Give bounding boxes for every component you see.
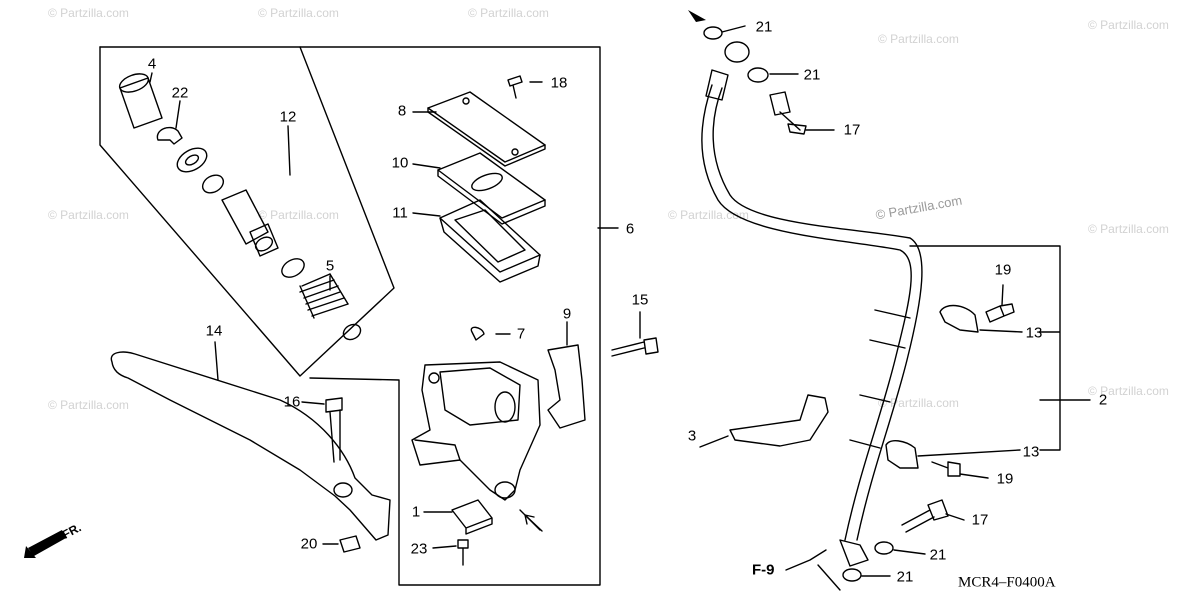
brake-switch-1 xyxy=(451,499,493,535)
watermark: © Partzilla.com xyxy=(48,208,129,222)
clip-7 xyxy=(470,326,485,341)
callout-label: 3 xyxy=(687,427,697,445)
oil-bolt-17 xyxy=(769,91,807,135)
callout-label: 17 xyxy=(843,121,861,139)
callout-label: 2 xyxy=(1098,391,1108,409)
drawing-code: MCR4–F0400A xyxy=(958,574,1056,591)
watermark: © Partzilla.com xyxy=(1088,222,1169,236)
callout-label: 19 xyxy=(996,470,1014,488)
bolt-15 xyxy=(611,337,659,357)
callout-label: 7 xyxy=(516,325,526,343)
figure-reference: F-9 xyxy=(752,561,775,579)
watermark: © Partzilla.com xyxy=(468,6,549,20)
washer-21 xyxy=(703,26,723,40)
callout-label: 11 xyxy=(392,204,408,222)
watermark: © Partzilla.com xyxy=(878,32,959,46)
brake-lever-14 xyxy=(110,351,391,541)
callout-label: 17 xyxy=(971,511,989,529)
callout-label: 16 xyxy=(283,393,301,411)
brake-hose xyxy=(701,41,923,567)
fr-arrow xyxy=(24,530,66,558)
washer-21 xyxy=(747,67,769,83)
bolt-19 xyxy=(985,303,1015,323)
callout-label: 1 xyxy=(411,503,421,521)
callout-label: 15 xyxy=(631,291,649,309)
reservoir-cap-parts xyxy=(427,91,546,283)
callout-label: 8 xyxy=(397,102,407,120)
hose-clamp-13 xyxy=(939,304,979,333)
piston-kit-parts xyxy=(118,73,362,341)
callout-label: 5 xyxy=(325,257,335,275)
callout-label: 4 xyxy=(147,55,157,73)
callout-label: 21 xyxy=(803,66,821,84)
watermark: © Partzilla.com xyxy=(258,208,339,222)
callout-label: 19 xyxy=(994,261,1012,279)
group-frame-6 xyxy=(99,46,601,586)
bolt-19 xyxy=(931,461,961,477)
callout-label: 12 xyxy=(279,108,297,126)
callout-label: 22 xyxy=(171,84,189,102)
watermark: © Partzilla.com xyxy=(1088,18,1169,32)
callout-label: 9 xyxy=(562,305,572,323)
leader-lines xyxy=(149,25,1091,591)
group-frame-12 xyxy=(99,46,395,377)
watermark: © Partzilla.com xyxy=(258,6,339,20)
callout-label: 23 xyxy=(410,540,428,558)
arrow-head-21 xyxy=(688,10,706,22)
washer-21 xyxy=(874,541,894,555)
callout-label: 6 xyxy=(625,220,635,238)
pivot-bolt-16 xyxy=(325,397,343,463)
hose-clamp-13 xyxy=(885,440,919,469)
watermark: © Partzilla.com xyxy=(1088,384,1169,398)
hose-stay-3 xyxy=(729,394,829,447)
holder-9 xyxy=(547,344,586,429)
callout-label: 13 xyxy=(1022,443,1040,461)
watermark: © Partzilla.com xyxy=(48,398,129,412)
callout-label: 18 xyxy=(550,74,568,92)
callout-label: 14 xyxy=(205,322,223,340)
screw-23 xyxy=(457,539,469,566)
callout-label: 21 xyxy=(755,18,773,36)
pointer-arrow xyxy=(524,514,543,532)
master-cylinder-body xyxy=(411,361,541,501)
callout-label: 10 xyxy=(391,154,409,172)
screw-18 xyxy=(507,75,523,99)
watermark: © Partzilla.com xyxy=(878,396,959,410)
callout-label: 13 xyxy=(1025,324,1043,342)
callout-label: 21 xyxy=(929,546,947,564)
washer-21 xyxy=(842,568,862,582)
oil-bolt-17 xyxy=(901,499,949,533)
callout-label: 20 xyxy=(300,535,318,553)
nut-20 xyxy=(339,535,361,553)
watermark: © Partzilla.com xyxy=(48,6,129,20)
callout-label: 21 xyxy=(896,568,914,586)
